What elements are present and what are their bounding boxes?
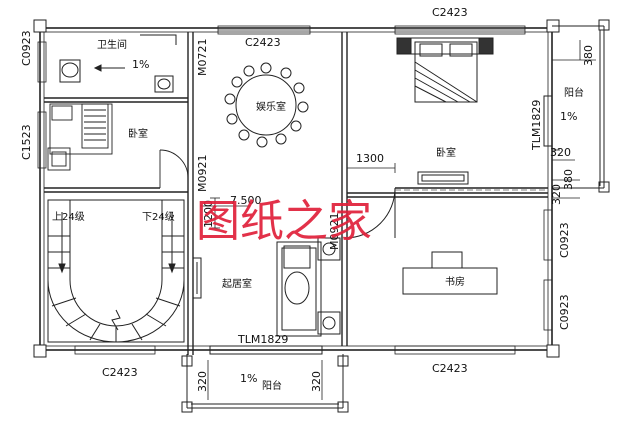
door-label-tlm1829-right: TLM1829 xyxy=(530,100,543,151)
bathroom-fixtures xyxy=(59,34,177,93)
room-label-master-bedroom: 卧室 xyxy=(436,146,456,159)
study-desk xyxy=(402,251,498,295)
slope-balcony-right: 1% xyxy=(560,110,577,123)
room-label-entertainment: 娱乐室 xyxy=(256,100,286,113)
dimension-1200: 1200 xyxy=(202,200,215,228)
window-label-entertainment: C2423 xyxy=(245,36,281,49)
door-label-m0721: M0721 xyxy=(196,39,209,77)
door-label-m0921-left: M0921 xyxy=(196,155,209,193)
small-bedroom-furniture xyxy=(47,103,189,188)
double-bed xyxy=(344,37,494,239)
dimension-1300: 1300 xyxy=(356,152,384,165)
stair-down-label: 下24级 xyxy=(142,211,175,223)
room-label-balcony-right: 阳台 xyxy=(564,86,584,99)
room-label-balcony-bottom: 阳台 xyxy=(262,379,282,392)
exterior-walls xyxy=(39,27,553,351)
window-label-left-c0923: C0923 xyxy=(20,30,33,66)
room-label-small-bedroom: 卧室 xyxy=(128,127,148,140)
slope-bathroom: 1% xyxy=(132,58,149,71)
room-label-living: 起居室 xyxy=(222,277,252,290)
stair-up-label: 上24级 xyxy=(52,211,85,223)
window-label-left-c1523: C1523 xyxy=(20,124,33,160)
window-label-bottom-right: C2423 xyxy=(432,362,468,375)
level-mark: 7.500 xyxy=(230,194,262,207)
dimension-320-right-2: 320 xyxy=(550,184,563,205)
interior-walls xyxy=(44,32,548,355)
round-table xyxy=(224,62,309,148)
living-room-furniture xyxy=(192,237,341,337)
dimension-lines xyxy=(200,40,596,400)
room-label-study: 书房 xyxy=(445,275,465,288)
window-label-right-c0923-b: C0923 xyxy=(558,294,571,330)
windows xyxy=(37,25,553,355)
room-label-bathroom: 卫生间 xyxy=(97,38,127,51)
dimension-380: 380 xyxy=(582,45,595,66)
watermark-text: 图纸之家 xyxy=(196,196,372,247)
door-label-m0921-right: M0921 xyxy=(328,213,341,251)
dimension-380-right: 380 xyxy=(562,169,575,190)
dimension-320-bottom-left: 320 xyxy=(196,371,209,392)
spiral-staircase xyxy=(47,199,185,343)
window-label-bottom-left: C2423 xyxy=(102,366,138,379)
right-balcony xyxy=(543,25,605,189)
dimension-320-bottom-right: 320 xyxy=(310,371,323,392)
slope-balcony-bottom: 1% xyxy=(240,372,257,385)
dimension-320-right: 320 xyxy=(550,146,571,159)
window-label-right-c0923-a: C0923 xyxy=(558,222,571,258)
window-label-top: C2423 xyxy=(432,6,468,19)
door-label-tlm1829-bottom: TLM1829 xyxy=(237,333,288,346)
bottom-balcony xyxy=(186,345,344,409)
